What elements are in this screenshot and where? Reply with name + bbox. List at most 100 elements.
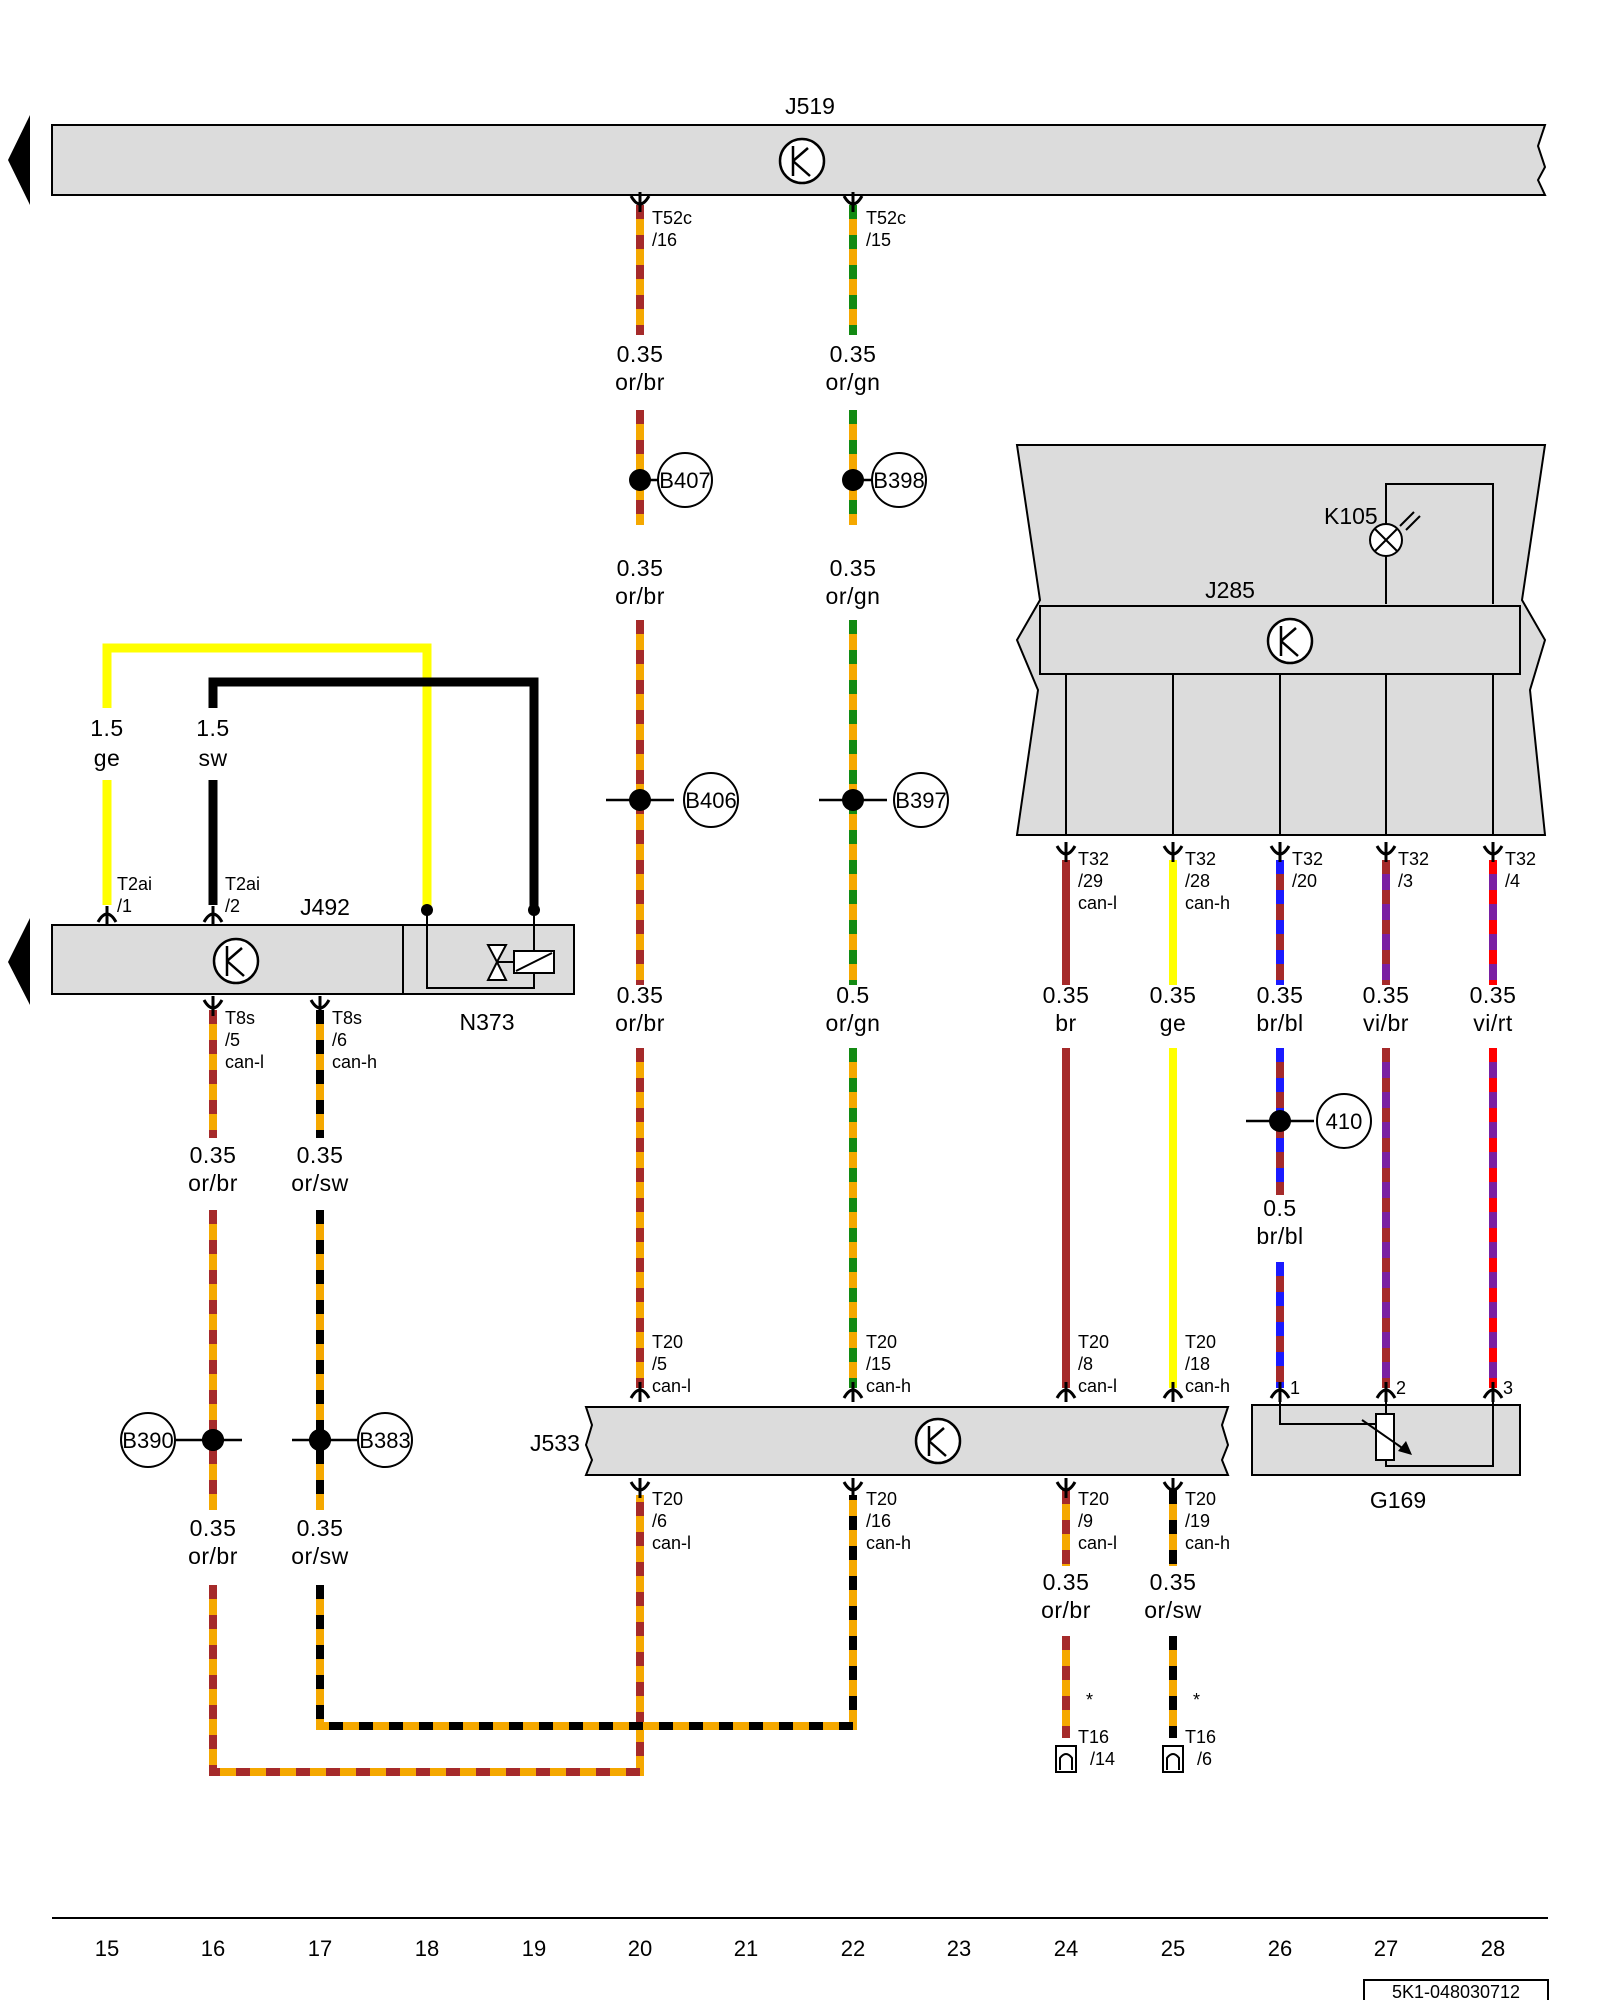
- connector-t52c-16: T52c/16: [652, 208, 692, 250]
- splice-b383-label: B383: [359, 1428, 410, 1453]
- splice-junction: [842, 469, 864, 491]
- pin-group: [96, 192, 1504, 1773]
- wire-segment: [102, 643, 432, 910]
- control-unit-j519[interactable]: J519: [8, 93, 1547, 205]
- splice-b406-label: B406: [685, 788, 736, 813]
- k105-label: K105: [1324, 503, 1378, 529]
- column-number: 23: [947, 1936, 971, 1961]
- n373-label: N373: [460, 1009, 515, 1035]
- g169-label: G169: [1370, 1487, 1426, 1513]
- valve-n373[interactable]: N373: [426, 910, 555, 1035]
- column-number: 17: [308, 1936, 332, 1961]
- ecu-symbol-icon: [914, 1417, 962, 1465]
- column-number: 22: [841, 1936, 865, 1961]
- wire-stripe: [316, 1495, 857, 1730]
- splice-b390-label: B390: [122, 1428, 173, 1453]
- control-unit-j533[interactable]: J533: [530, 1406, 1230, 1476]
- splice-b397-label: B397: [895, 788, 946, 813]
- splice-b407-label: B407: [659, 468, 710, 493]
- control-unit-j285[interactable]: J285 K105: [1015, 444, 1547, 836]
- column-number: 20: [628, 1936, 652, 1961]
- diagnostic-asterisk: *: [1086, 1690, 1093, 1710]
- continuation-arrow-left-icon: [8, 115, 30, 205]
- j533-label: J533: [530, 1430, 580, 1456]
- splice-group: [176, 469, 1314, 1451]
- splice-b398-label: B398: [873, 468, 924, 493]
- j492-label: J492: [300, 894, 350, 920]
- connector-t2ai-1: T2ai/1: [117, 874, 152, 916]
- wire-segment: [208, 677, 539, 910]
- column-number: 28: [1481, 1936, 1505, 1961]
- splice-junction: [202, 1429, 224, 1451]
- splice-junction: [309, 1429, 331, 1451]
- connector-g169-2: 2: [1396, 1378, 1406, 1398]
- splice-410-label: 410: [1326, 1109, 1363, 1134]
- sender-g169[interactable]: G169: [1251, 1392, 1521, 1513]
- j285-label: J285: [1205, 577, 1255, 603]
- connector-g169-3: 3: [1503, 1378, 1513, 1398]
- connector-t32-3: T32/3: [1398, 849, 1429, 891]
- ecu-symbol-icon: [778, 137, 826, 185]
- column-number: 25: [1161, 1936, 1185, 1961]
- column-number: 27: [1374, 1936, 1398, 1961]
- column-number: 21: [734, 1936, 758, 1961]
- splice-junction: [629, 789, 651, 811]
- column-number: 15: [95, 1936, 119, 1961]
- connector-t52c-15: T52c/15: [866, 208, 906, 250]
- column-number: 19: [522, 1936, 546, 1961]
- document-id: 5K1-048030712: [1392, 1982, 1520, 2000]
- connector-t2ai-2: T2ai/2: [225, 874, 260, 916]
- column-number: 18: [415, 1936, 439, 1961]
- ecu-symbol-icon: [1266, 617, 1314, 665]
- wire-segment: [316, 1495, 857, 1730]
- splice-labels: B407 B398 B406 B397 B390 B383 410: [120, 452, 1372, 1468]
- j519-label: J519: [785, 93, 835, 119]
- continuation-arrow-left-icon: [8, 918, 30, 1005]
- ecu-symbol-icon: [212, 937, 260, 985]
- connector-t16-6: T16/6: [1185, 1727, 1216, 1769]
- column-number-group: 15 16 17 18 19 20 21 22 23 24 25 26 27 28: [95, 1936, 1505, 1961]
- splice-junction: [842, 789, 864, 811]
- connector-t16-14: T16/14: [1078, 1727, 1115, 1769]
- column-number: 16: [201, 1936, 225, 1961]
- connector-t32-4: T32/4: [1505, 849, 1536, 891]
- column-number: 26: [1268, 1936, 1292, 1961]
- connector-t32-20: T32/20: [1292, 849, 1323, 891]
- control-unit-j492[interactable]: J492: [8, 894, 575, 1005]
- column-number: 24: [1054, 1936, 1078, 1961]
- splice-junction: [1269, 1110, 1291, 1132]
